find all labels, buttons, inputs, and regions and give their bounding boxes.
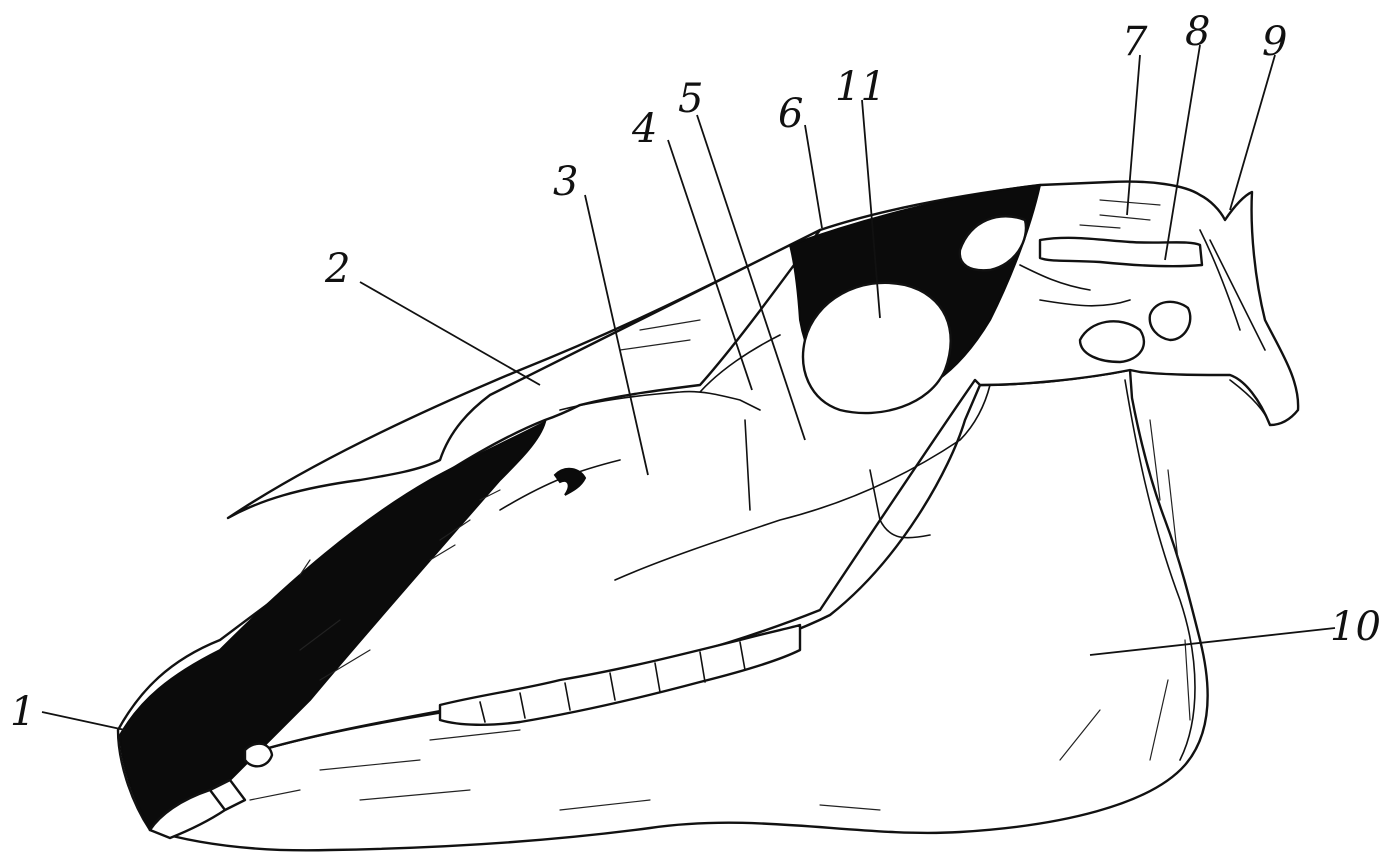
occipital-condyle: [1150, 302, 1191, 340]
label-2: 2: [324, 246, 350, 292]
label-9: 9: [1262, 19, 1287, 65]
label-5: 5: [678, 76, 703, 122]
label-1: 1: [10, 689, 35, 735]
tympanic-bulla: [1080, 321, 1144, 362]
label-11: 11: [835, 64, 886, 110]
canine-tooth: [245, 744, 272, 767]
label-6: 6: [778, 91, 803, 137]
label-10: 10: [1330, 604, 1381, 650]
label-3: 3: [553, 159, 578, 205]
label-4: 4: [631, 106, 657, 152]
label-8: 8: [1185, 9, 1210, 55]
label-7: 7: [1122, 19, 1148, 65]
